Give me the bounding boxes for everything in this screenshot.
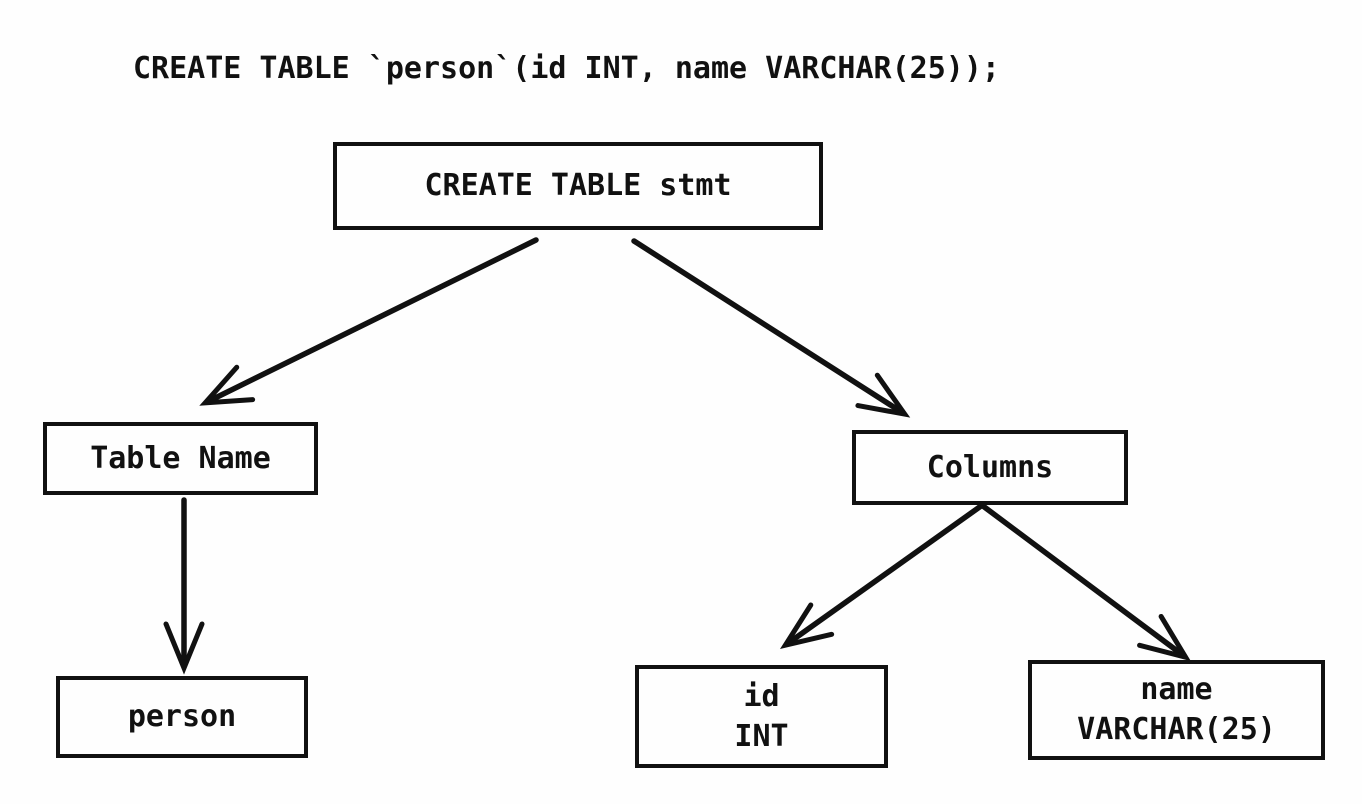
node-label: Table Name (90, 440, 271, 476)
node-label-line1: name (1140, 672, 1213, 707)
node-label: person (127, 699, 237, 734)
node-column-name: name VARCHAR(25) (1028, 660, 1325, 760)
edge-columns-to-id (779, 503, 984, 649)
node-column-id: id INT (635, 665, 888, 768)
node-label-line2: INT (734, 718, 789, 754)
edge-root-to-table-name (199, 237, 539, 406)
sql-statement-text: CREATE TABLE `person`(id INT, name VARCH… (133, 51, 1000, 86)
node-person: person (56, 676, 308, 758)
node-label-line1: id (743, 678, 780, 714)
edge-root-to-columns (631, 238, 911, 418)
node-table-name: Table Name (43, 422, 318, 495)
edge-columns-to-name (980, 503, 1191, 662)
node-label: CREATE TABLE stmt (424, 168, 732, 203)
node-columns: Columns (852, 430, 1128, 505)
node-label: Columns (926, 449, 1054, 485)
node-create-table-stmt: CREATE TABLE stmt (333, 142, 823, 230)
node-label-line2: VARCHAR(25) (1077, 712, 1276, 747)
